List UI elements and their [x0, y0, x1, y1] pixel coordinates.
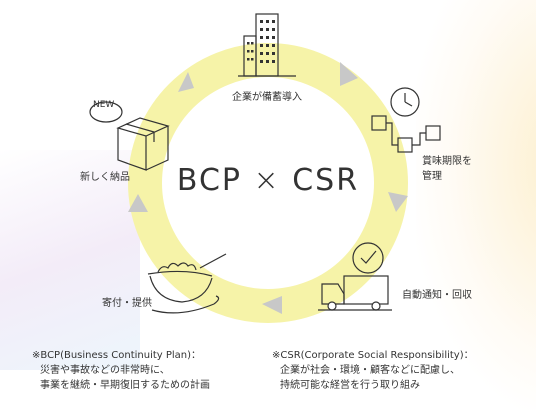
- package-box-icon: [89, 101, 170, 171]
- arrow-top-left: [178, 72, 194, 92]
- center-title-bcp: BCP: [176, 163, 242, 198]
- background-gradient-right: [416, 0, 536, 410]
- arrow-top-right: [340, 62, 358, 86]
- label-auto-notify-collect: 自動通知・回収: [402, 290, 472, 301]
- food-donation-icon: [147, 253, 227, 314]
- schedule-flow-icon: [371, 87, 441, 153]
- center-title: BCP × CSR: [168, 163, 368, 198]
- footnote-bcp-title: ※BCP(Business Continuity Plan)：: [32, 350, 202, 361]
- label-donation: 寄付・提供: [102, 298, 152, 309]
- truck-check-icon: [318, 242, 392, 311]
- footnote-csr-title: ※CSR(Corporate Social Responsibility)：: [272, 350, 474, 361]
- footnote-bcp-line1: 災害や事故などの非常時に、: [40, 365, 170, 376]
- footnote-bcp-line2: 事業を継続・早期復旧するための計画: [40, 380, 210, 391]
- footnote-csr-line2: 持続可能な経営を行う取り組み: [280, 380, 420, 391]
- arrow-left: [128, 194, 148, 212]
- label-company-stockpile: 企業が備蓄導入: [232, 92, 302, 103]
- cycle-arrows: [128, 62, 408, 314]
- center-title-csr: CSR: [292, 163, 360, 198]
- footnote-csr-line1: 企業が社会・環境・顧客などに配慮し、: [280, 365, 460, 376]
- label-expiry-line2: 管理: [422, 171, 442, 182]
- label-new-delivery: 新しく納品: [80, 172, 130, 183]
- footnote-bcp: ※BCP(Business Continuity Plan)： 災害や事故などの…: [32, 348, 210, 393]
- center-title-times: ×: [253, 163, 281, 198]
- footnote-csr: ※CSR(Corporate Social Responsibility)： 企…: [272, 348, 474, 393]
- new-badge: NEW: [93, 100, 115, 110]
- arrow-right: [388, 192, 408, 212]
- label-expiry-line1: 賞味期限を: [422, 156, 472, 167]
- background-gradient-left: [0, 150, 140, 370]
- arrow-bottom: [262, 296, 282, 314]
- label-expiry-management: 賞味期限を 管理: [422, 154, 472, 184]
- building-icon: [238, 13, 296, 77]
